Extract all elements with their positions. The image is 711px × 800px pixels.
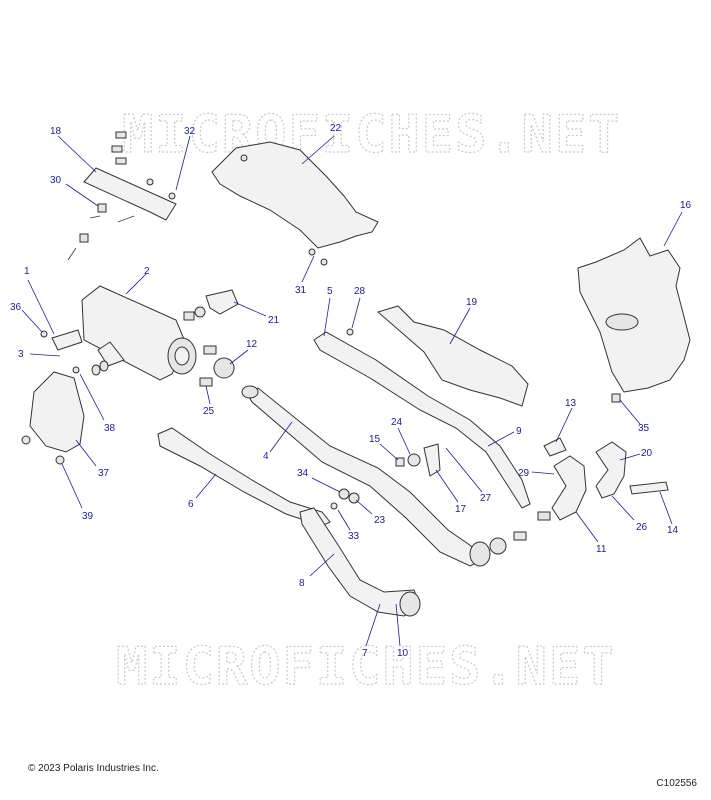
heat-shield-pipe: [376, 305, 529, 407]
exhaust-elbow: [551, 455, 587, 521]
callout-19: 19: [466, 297, 478, 308]
watermark-top: MICROFICHES.NET: [122, 105, 622, 165]
callout-28: 28: [354, 286, 366, 297]
pipe-flange: [241, 385, 259, 399]
callout-14: 14: [667, 525, 679, 536]
bolt: [67, 247, 77, 261]
callout-4: 4: [263, 451, 269, 462]
grommet: [407, 453, 421, 467]
pipe-end: [399, 591, 421, 617]
callout-1: 1: [24, 266, 30, 277]
callout-7: 7: [362, 648, 368, 659]
callout-3: 3: [18, 349, 24, 360]
watermark-bottom: MICROFICHES.NET: [116, 637, 616, 697]
callout-25: 25: [203, 406, 215, 417]
grommet: [194, 306, 206, 318]
callout-17: 17: [455, 504, 467, 515]
bracket: [423, 443, 441, 477]
spring: [537, 511, 551, 521]
callout-37: 37: [98, 468, 110, 479]
nut: [168, 192, 176, 200]
callout-24: 24: [391, 417, 403, 428]
callout-31: 31: [295, 285, 307, 296]
oxygen-sensor: [629, 481, 669, 495]
spacer: [395, 457, 405, 467]
spacer: [115, 157, 127, 165]
callout-34: 34: [297, 468, 309, 479]
callout-16: 16: [680, 200, 692, 211]
bolt: [117, 215, 135, 223]
spacer: [111, 145, 123, 153]
callout-39: 39: [82, 511, 94, 522]
pipe-shield: [313, 331, 531, 509]
lower-pipe-shield: [157, 427, 331, 527]
callout-26: 26: [636, 522, 648, 533]
callout-32: 32: [184, 126, 196, 137]
gasket: [489, 537, 507, 555]
muffler-bracket: [29, 371, 85, 453]
callout-13: 13: [565, 398, 577, 409]
screw: [320, 258, 328, 266]
callout-33: 33: [348, 531, 360, 542]
spacer: [115, 131, 127, 139]
callout-9: 9: [516, 426, 522, 437]
washer: [91, 364, 101, 376]
gasket: [213, 357, 235, 379]
callout-30: 30: [50, 175, 62, 186]
callout-20: 20: [641, 448, 653, 459]
callout-38: 38: [104, 423, 116, 434]
heat-shield-right: [577, 237, 691, 393]
washer: [79, 233, 89, 243]
screw: [72, 366, 80, 374]
spring: [513, 531, 527, 541]
callout-36: 36: [10, 302, 22, 313]
callout-10: 10: [397, 648, 409, 659]
grommet: [183, 311, 195, 321]
nut: [21, 435, 31, 445]
shield-hole: [605, 313, 639, 331]
clip: [611, 393, 621, 403]
callout-2: 2: [144, 266, 150, 277]
screw: [308, 248, 316, 256]
callout-18: 18: [50, 126, 62, 137]
nut: [55, 455, 65, 465]
tail-cap: [51, 329, 83, 351]
callout-8: 8: [299, 578, 305, 589]
nut: [146, 178, 154, 186]
callout-21: 21: [268, 315, 280, 326]
washer: [99, 360, 109, 372]
bolt: [89, 215, 101, 219]
washer: [97, 203, 107, 213]
heat-shield-top: [211, 141, 379, 249]
callout-35: 35: [638, 423, 650, 434]
callout-12: 12: [246, 339, 258, 350]
muffler: [81, 285, 197, 381]
pipe-end: [469, 541, 491, 567]
washer: [338, 488, 350, 500]
callout-11: 11: [596, 544, 607, 555]
callout-5: 5: [327, 286, 333, 297]
spring: [203, 345, 217, 355]
exhaust-elbow: [595, 441, 627, 499]
callout-group: 1 2 3 4 5 6 7 8 9 10 11 12 13 14 15 16 1: [10, 123, 692, 659]
callout-23: 23: [374, 515, 386, 526]
callout-15: 15: [369, 434, 381, 445]
callout-29: 29: [518, 468, 530, 479]
screw: [40, 330, 48, 338]
drawing-number: C102556: [656, 778, 697, 789]
callout-22: 22: [330, 123, 342, 134]
copyright-text: © 2023 Polaris Industries Inc.: [28, 763, 159, 774]
spring: [199, 377, 213, 387]
shield-hole: [240, 154, 248, 162]
screw: [346, 328, 354, 336]
gasket: [543, 437, 567, 457]
callout-6: 6: [188, 499, 194, 510]
bracket: [205, 289, 239, 315]
screw: [330, 502, 338, 510]
callout-27: 27: [480, 493, 492, 504]
